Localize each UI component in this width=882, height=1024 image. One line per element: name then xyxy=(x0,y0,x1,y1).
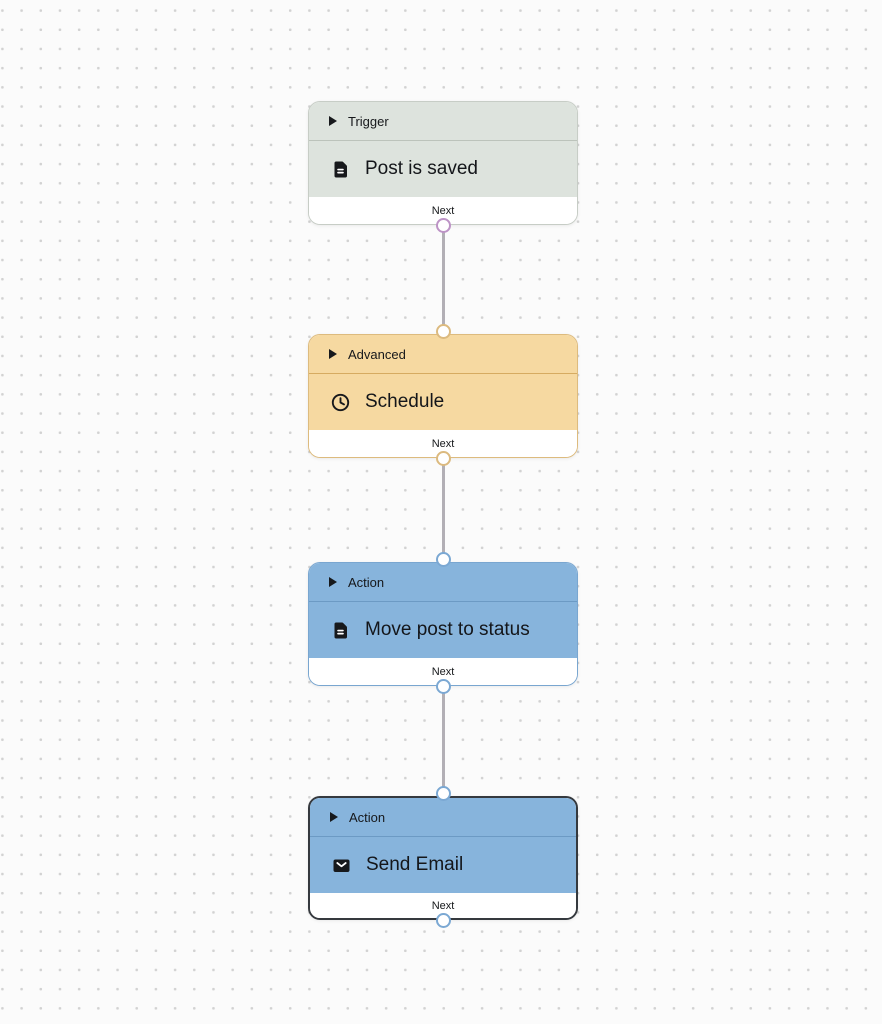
node-title: Post is saved xyxy=(365,158,478,179)
collapse-play-icon[interactable] xyxy=(329,116,337,126)
document-icon xyxy=(330,620,351,641)
node-header: Trigger xyxy=(309,102,577,141)
node-body: Send Email xyxy=(310,837,576,893)
output-handle-next[interactable] xyxy=(435,913,451,928)
node-card: Action Send Email Next xyxy=(308,796,578,920)
node-action-send-email[interactable]: Action Send Email Next xyxy=(308,786,578,928)
node-title: Move post to status xyxy=(365,619,530,640)
next-label: Next xyxy=(431,899,455,912)
document-icon xyxy=(330,159,351,180)
node-title: Schedule xyxy=(365,391,445,412)
node-trigger-post-is-saved[interactable]: Trigger Post is saved Next xyxy=(308,101,578,233)
input-handle[interactable] xyxy=(435,552,451,567)
node-category-label: Action xyxy=(348,574,385,590)
collapse-play-icon[interactable] xyxy=(329,349,337,359)
node-card: Action Move post to status Next xyxy=(308,562,578,686)
output-handle-next[interactable] xyxy=(435,451,451,466)
input-handle[interactable] xyxy=(435,324,451,339)
envelope-icon xyxy=(331,855,352,876)
collapse-play-icon[interactable] xyxy=(330,812,338,822)
edge-connector[interactable] xyxy=(441,458,445,563)
node-card: Trigger Post is saved Next xyxy=(308,101,578,225)
node-title: Send Email xyxy=(366,854,464,875)
node-card: Advanced Schedule Next xyxy=(308,334,578,458)
next-label: Next xyxy=(431,665,455,678)
node-body: Move post to status xyxy=(309,602,577,658)
node-category-label: Action xyxy=(349,809,386,825)
node-body: Schedule xyxy=(309,374,577,430)
node-header: Action xyxy=(310,798,576,837)
output-handle-next[interactable] xyxy=(435,218,451,233)
edge-connector[interactable] xyxy=(441,225,445,333)
input-handle[interactable] xyxy=(435,786,451,801)
next-label: Next xyxy=(431,204,455,217)
node-header: Advanced xyxy=(309,335,577,374)
clock-icon xyxy=(330,392,351,413)
node-header: Action xyxy=(309,563,577,602)
next-label: Next xyxy=(431,437,455,450)
node-category-label: Advanced xyxy=(348,346,406,362)
output-handle-next[interactable] xyxy=(435,679,451,694)
node-body: Post is saved xyxy=(309,141,577,197)
collapse-play-icon[interactable] xyxy=(329,577,337,587)
edge-connector[interactable] xyxy=(441,686,445,797)
node-advanced-schedule[interactable]: Advanced Schedule Next xyxy=(308,324,578,466)
node-action-move-post-to-status[interactable]: Action Move post to status Next xyxy=(308,552,578,694)
node-category-label: Trigger xyxy=(348,113,389,129)
